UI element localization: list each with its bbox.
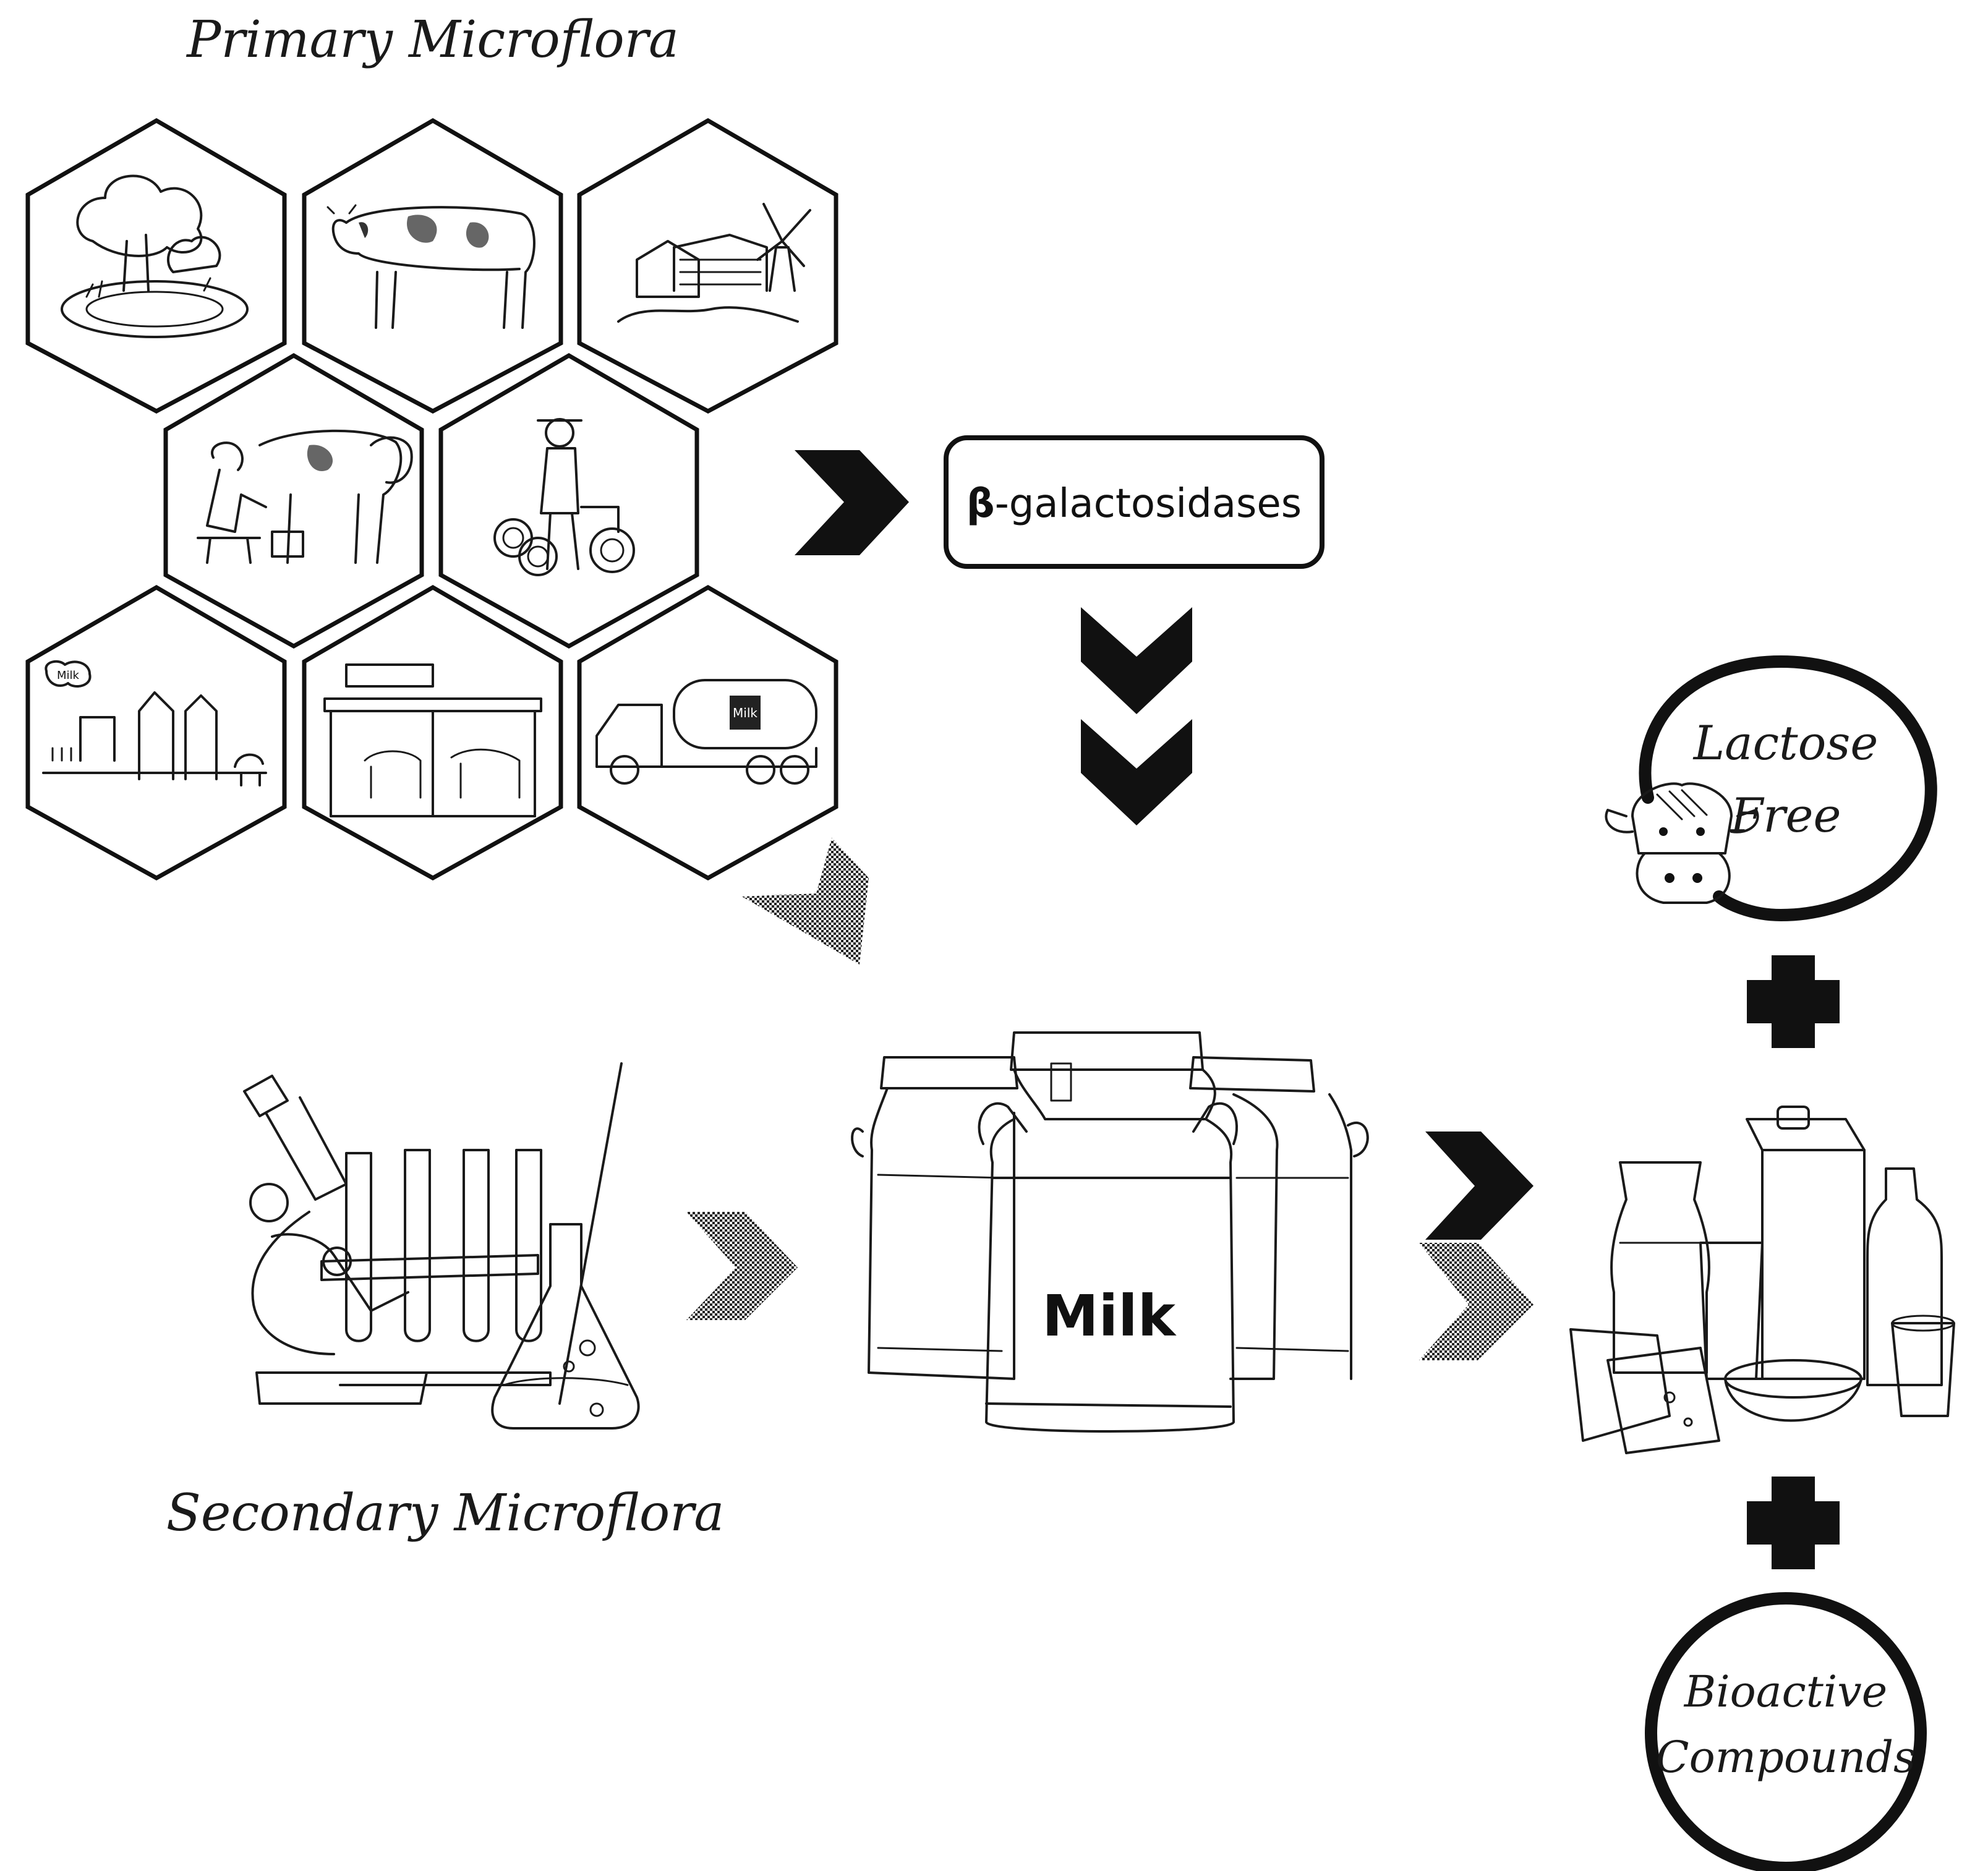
- truck-tank-text: Milk: [733, 705, 757, 720]
- dairy-products-icon: [1569, 1106, 1955, 1454]
- galactosidases-text: -galactosidases: [995, 481, 1302, 527]
- milk-cans-icon: Milk: [851, 1031, 1369, 1433]
- trees-pond-icon: [61, 174, 249, 338]
- chevron-down-icon: [1081, 607, 1192, 714]
- cow-stable-icon: [323, 663, 542, 817]
- milking-farmer-icon: [197, 429, 413, 564]
- farmer-hay-icon: [493, 418, 635, 576]
- hatched-chevron-down-icon: [742, 838, 869, 965]
- plus-icon-second: [1747, 1477, 1840, 1569]
- bioactive-compounds-badge: Bioactive Compounds: [1645, 1592, 1927, 1871]
- beta-galactosidases-box: β-galactosidases: [944, 435, 1325, 569]
- farm-windmill-icon: [617, 203, 811, 323]
- bioactive-compounds-line1: Bioactive: [1683, 1666, 1887, 1717]
- lactose-free-badge: Lactose Free: [1605, 655, 1937, 922]
- hexagon-farm: [577, 117, 838, 414]
- chevron-right-icon: [795, 450, 909, 555]
- beta-galactosidases-label: β-galactosidases: [966, 481, 1302, 527]
- hexagon-cow: [302, 117, 563, 414]
- chevron-right-icon-products: [1425, 1132, 1534, 1240]
- cow-face-icon: [1605, 782, 1759, 904]
- lactose-free-line1: Lactose: [1692, 715, 1879, 770]
- hatched-chevron-right-icon: [686, 1212, 798, 1320]
- secondary-microflora-label: Secondary Microflora: [166, 1484, 725, 1543]
- lactose-free-line2: Free: [1729, 788, 1841, 843]
- hexagon-milk-truck: Milk: [577, 584, 838, 881]
- milk-truck-icon: Milk: [595, 679, 817, 785]
- hexagon-cow-stable: [302, 584, 563, 881]
- milk-factory-icon: Milk: [42, 660, 267, 786]
- bioactive-compounds-line2: Compounds: [1656, 1732, 1916, 1783]
- plus-icon: [1747, 955, 1840, 1048]
- hatched-chevron-right-icon-products: [1419, 1243, 1534, 1360]
- laboratory-equipment-icon: [243, 1062, 640, 1430]
- hexagon-farmer-hay: [438, 352, 699, 649]
- hexagon-milk-factory: Milk: [25, 584, 287, 881]
- hexagon-milking: [163, 352, 424, 649]
- primary-microflora-label: Primary Microflora: [186, 11, 679, 69]
- hexagon-trees-pond: [25, 117, 287, 414]
- beta-symbol: β: [966, 481, 995, 527]
- milk-can-label: Milk: [1042, 1283, 1177, 1349]
- chevron-down-icon-second: [1081, 719, 1192, 825]
- primary-microflora-hexagons: Milk: [25, 117, 838, 881]
- factory-sign-text: Milk: [57, 669, 80, 682]
- cow-icon: [326, 204, 535, 329]
